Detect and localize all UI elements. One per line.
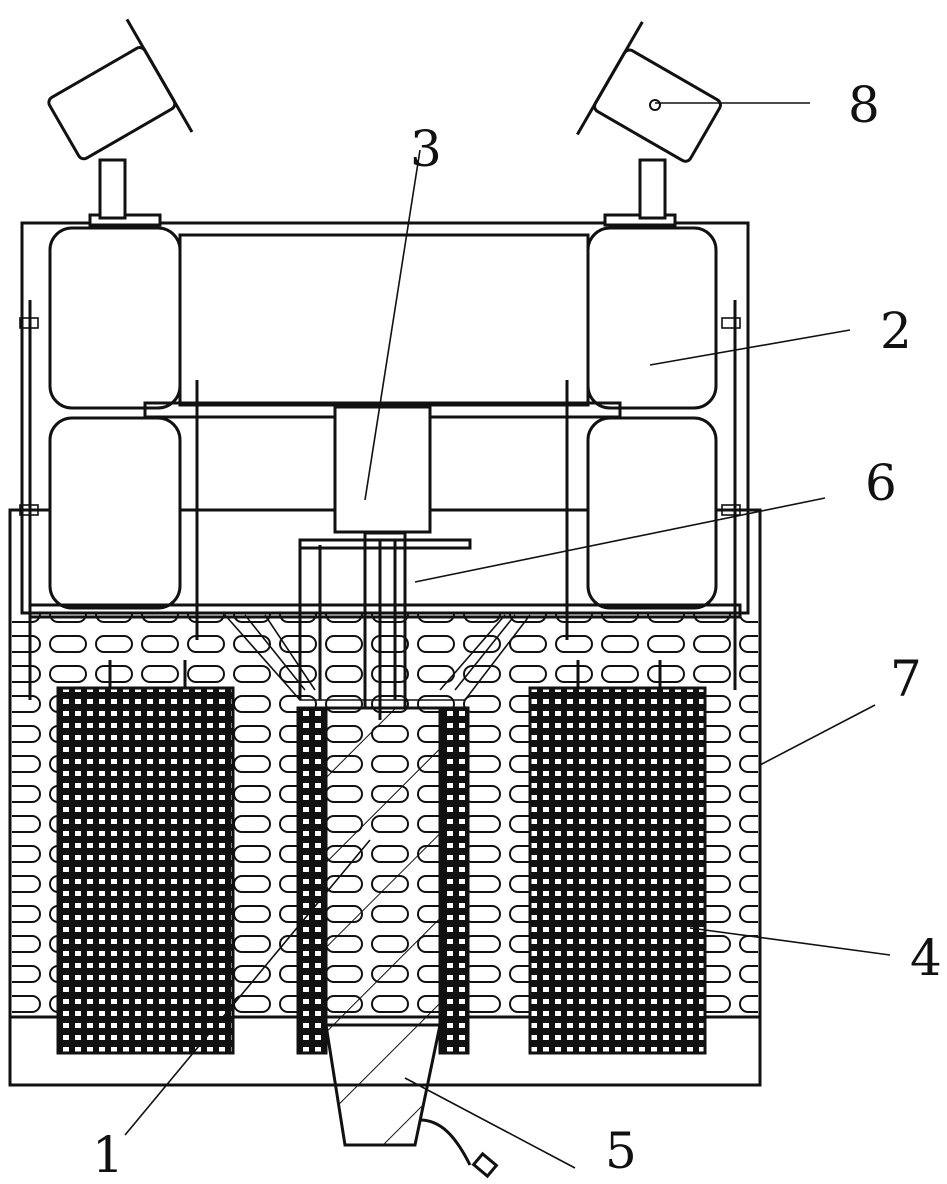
- callout-8: 8: [848, 76, 880, 134]
- callout-5: 5: [605, 1122, 637, 1180]
- center-column: [224, 405, 531, 720]
- upper-frame: [19, 221, 750, 700]
- callout-1: 1: [92, 1126, 124, 1184]
- core-and-hopper: [324, 706, 499, 1179]
- leader-lines: [124, 102, 891, 1169]
- callout-labels: 1 2 3 4 5 6 7 8: [92, 76, 942, 1184]
- coil-blocks: [56, 686, 707, 1055]
- callout-2: 2: [880, 302, 912, 360]
- lamp-right: [576, 21, 722, 227]
- callout-6: 6: [865, 454, 897, 512]
- lamp-left: [47, 18, 194, 227]
- callout-3: 3: [410, 120, 442, 178]
- callout-7: 7: [890, 650, 922, 708]
- callout-4: 4: [910, 929, 942, 987]
